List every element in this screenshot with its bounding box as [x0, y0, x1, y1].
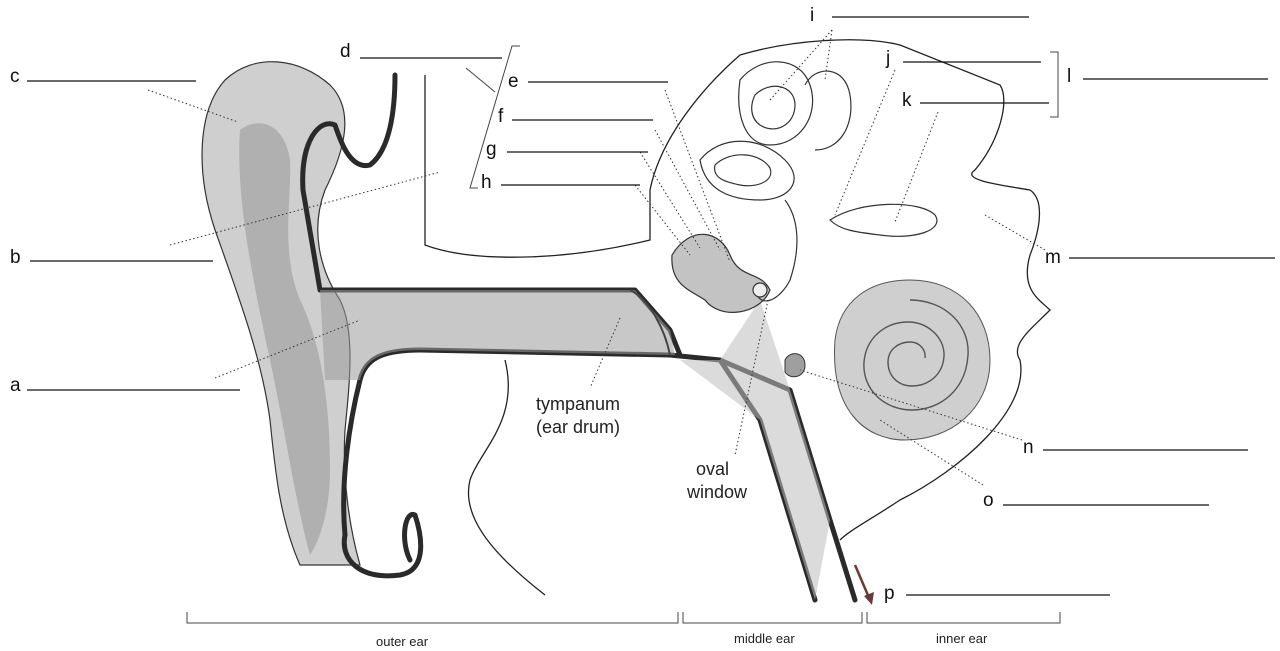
- region-outer-ear: outer ear: [376, 634, 429, 649]
- lower-lobe: [344, 514, 420, 575]
- label-l: l: [1067, 66, 1071, 87]
- temporal-bone-outline: [425, 55, 740, 257]
- oval-window-shape: [753, 283, 767, 297]
- label-o: o: [983, 490, 994, 511]
- label-d: d: [340, 41, 351, 62]
- ossicle-cluster: [672, 234, 770, 312]
- middle-ear-cavity: [680, 300, 830, 600]
- label-f: f: [498, 106, 504, 127]
- label-n: n: [1023, 437, 1034, 458]
- label-h: h: [481, 172, 492, 193]
- label-b: b: [10, 247, 21, 268]
- label-a: a: [10, 375, 21, 396]
- caption-tympanum-line2: (ear drum): [536, 417, 620, 437]
- label-k: k: [902, 90, 912, 111]
- label-p: p: [884, 583, 895, 604]
- semicircular-canals: [700, 62, 851, 200]
- caption-tympanum-line1: tympanum: [536, 394, 620, 414]
- region-inner-ear: inner ear: [936, 631, 988, 646]
- round-window: [785, 354, 805, 377]
- bracket-l: [1050, 52, 1058, 117]
- region-labels: outer ear middle ear inner ear: [376, 631, 988, 649]
- bracket-d: [470, 46, 520, 188]
- label-c: c: [10, 66, 20, 87]
- eustachian-arrow-head: [864, 592, 874, 605]
- region-bracket-inner: [867, 612, 1060, 623]
- label-g: g: [486, 139, 497, 160]
- label-e: e: [508, 71, 519, 92]
- cochlea: [835, 280, 990, 440]
- skin-outline: [468, 360, 545, 595]
- captions: tympanum (ear drum) oval window: [536, 394, 748, 502]
- label-i: i: [810, 5, 814, 26]
- anatomy-illustration: [202, 40, 1050, 605]
- label-m: m: [1045, 247, 1061, 268]
- region-bracket-middle: [683, 612, 862, 623]
- region-middle-ear: middle ear: [734, 631, 795, 646]
- caption-oval-line1: oval: [696, 459, 729, 479]
- region-bracket-outer: [187, 612, 678, 623]
- caption-oval-line2: window: [686, 482, 748, 502]
- ear-canal-fill: [320, 290, 675, 380]
- label-j: j: [885, 48, 890, 69]
